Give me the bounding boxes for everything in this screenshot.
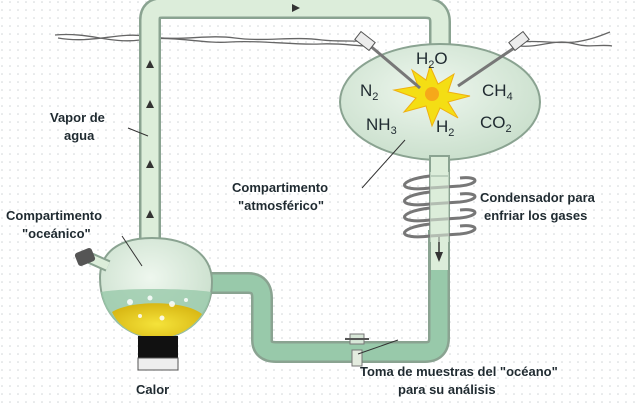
oceanic-flask [98, 236, 214, 340]
label-oceanic-1: Compartimento [6, 208, 102, 223]
label-oceanic-2: "oceánico" [22, 226, 91, 241]
electrode-plugs [354, 30, 530, 52]
molecule-ch4: CH4 [482, 81, 513, 103]
molecule-n2: N2 [360, 81, 378, 103]
label-atmos-2: "atmosférico" [238, 198, 324, 213]
flask-stopper [74, 248, 111, 272]
electrodes [367, 42, 521, 90]
flow-arrows [146, 4, 300, 218]
label-vapor-2: agua [64, 128, 95, 143]
pointer-lines [121, 127, 406, 355]
label-condenser-1: Condensador para [480, 190, 596, 205]
label-heat: Calor [136, 382, 169, 397]
heater [137, 336, 179, 371]
molecule-co2: CO2 [480, 113, 512, 135]
label-sampling-2: para su análisis [398, 382, 496, 397]
label-vapor-1: Vapor de [50, 110, 105, 125]
label-condenser-2: enfriar los gases [484, 208, 587, 223]
molecule-h2: H2 [436, 117, 454, 139]
down-arrow [435, 252, 443, 262]
label-sampling-1: Toma de muestras del "océano" [360, 364, 558, 379]
spark-icon [392, 64, 471, 128]
sampling-stopcock[interactable] [345, 333, 369, 367]
label-atmos-1: Compartimento [232, 180, 328, 195]
molecule-nh3: NH3 [366, 115, 397, 137]
molecule-h2o: H2O [416, 49, 448, 71]
electrode-wires [54, 31, 613, 47]
